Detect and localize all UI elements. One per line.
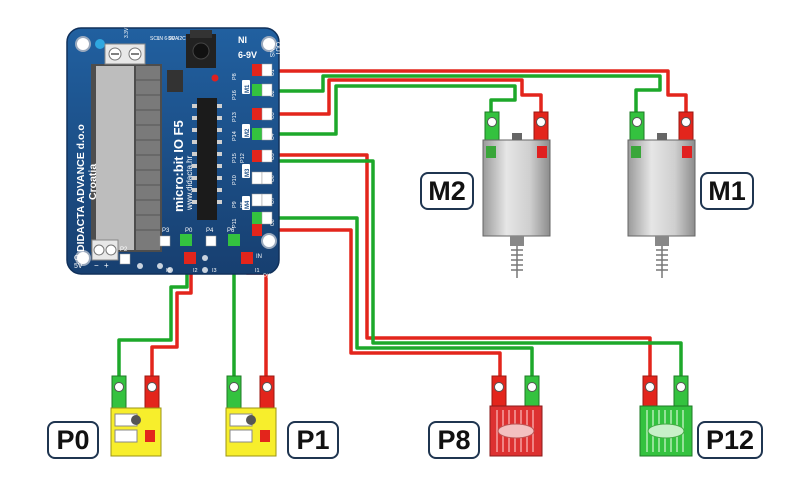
wire-p8-green	[260, 216, 534, 382]
power-terminals	[91, 43, 146, 261]
right-pin-label: P14	[232, 131, 238, 141]
motor-tag: M2	[245, 128, 251, 137]
right-pin-label: P15	[232, 153, 238, 163]
wire-m1-green	[260, 74, 662, 117]
scl-label: SCL	[150, 36, 160, 42]
motor-tag: M1	[245, 84, 251, 93]
right-pin-label: P12	[240, 153, 246, 163]
output-label: O8	[270, 219, 276, 226]
bottom-input-label: I3	[212, 268, 217, 274]
ni-label: NI	[238, 35, 247, 45]
i2c-label: I2C	[178, 36, 186, 42]
wire-p12-red	[260, 153, 652, 382]
module-p12	[639, 375, 693, 457]
right-pin-label: P10	[232, 175, 238, 185]
output-label: O4	[270, 133, 276, 140]
output-label: O5	[270, 153, 276, 160]
bottom-pin-label: P6	[227, 228, 235, 234]
board-website: www.didacta.hr	[185, 155, 194, 211]
board-model: micro:bit IO F5	[171, 120, 186, 212]
board-country: Croatia	[87, 164, 99, 200]
p2-label: P2	[120, 247, 128, 253]
pins-label-top: PINS	[268, 42, 275, 58]
output-sockets	[251, 63, 273, 236]
out-3v3-label: 3.3V OUT	[124, 16, 130, 38]
minus-label: −	[94, 261, 99, 270]
microbit-connector	[91, 64, 162, 252]
label-m2: M2	[420, 172, 474, 210]
label-m1: M1	[700, 172, 754, 210]
regulator	[167, 70, 183, 92]
pins-label-bottom: PINS	[263, 274, 277, 280]
out-5v-label: OUT	[74, 255, 90, 262]
label-p1: P1	[287, 421, 339, 459]
bottom-input-label: I1	[255, 268, 260, 274]
wire-m1-red	[260, 69, 688, 117]
motor-tag: M3	[245, 168, 251, 177]
power-led	[211, 74, 219, 82]
five-v-label: 5V	[74, 263, 83, 270]
out-pins-label-top: OUT	[274, 42, 281, 56]
mounting-holes	[75, 36, 277, 266]
bottom-pin-label: P4	[206, 228, 214, 234]
input-sockets	[119, 234, 253, 265]
module-p0	[110, 375, 162, 457]
right-pin-label: P9	[232, 201, 238, 208]
motor-m2	[482, 111, 551, 278]
bottom-input-label: I0	[166, 268, 171, 274]
label-p12: P12	[697, 421, 763, 459]
label-p0: P0	[47, 421, 99, 459]
bottom-pin-label: P0	[185, 228, 193, 234]
right-pin-label: P11	[232, 219, 238, 228]
sda-label: SDA	[168, 36, 179, 42]
controller-board: DIDACTA ADVANCE d.o.o Croatia micro:bit …	[66, 16, 281, 280]
module-p8	[489, 375, 543, 457]
label-p8: P8	[428, 421, 480, 459]
right-pin-label: P8	[232, 73, 238, 80]
output-label: O3	[270, 112, 276, 119]
output-label: O7	[270, 197, 276, 204]
in-6v-label: IN 6-9V	[158, 36, 176, 42]
in-pins-label: IN	[256, 254, 262, 260]
wire-p12-green	[260, 159, 683, 382]
motor-tag: M4	[245, 200, 251, 209]
wire-m2-green	[260, 84, 517, 136]
dc-jack	[186, 30, 216, 68]
wire-m2-red	[260, 78, 543, 117]
bottom-input-label: I2	[193, 268, 198, 274]
wire-p0-green	[117, 244, 189, 382]
output-label: O6	[270, 175, 276, 182]
power-label: 6-9V	[238, 50, 257, 60]
output-label: O1	[270, 69, 276, 76]
module-p1	[225, 375, 277, 457]
board-company: DIDACTA ADVANCE d.o.o	[75, 124, 87, 252]
output-label: O2	[270, 90, 276, 97]
wire-p0-red	[150, 260, 193, 382]
bottom-pin-label: P3	[162, 228, 170, 234]
plus-label: +	[104, 261, 109, 270]
ic-chip	[192, 98, 222, 220]
right-pin-label: P13	[232, 112, 238, 122]
right-pin-label: P16	[232, 90, 238, 100]
wire-p8-red	[260, 228, 502, 382]
motor-m1	[627, 111, 696, 278]
